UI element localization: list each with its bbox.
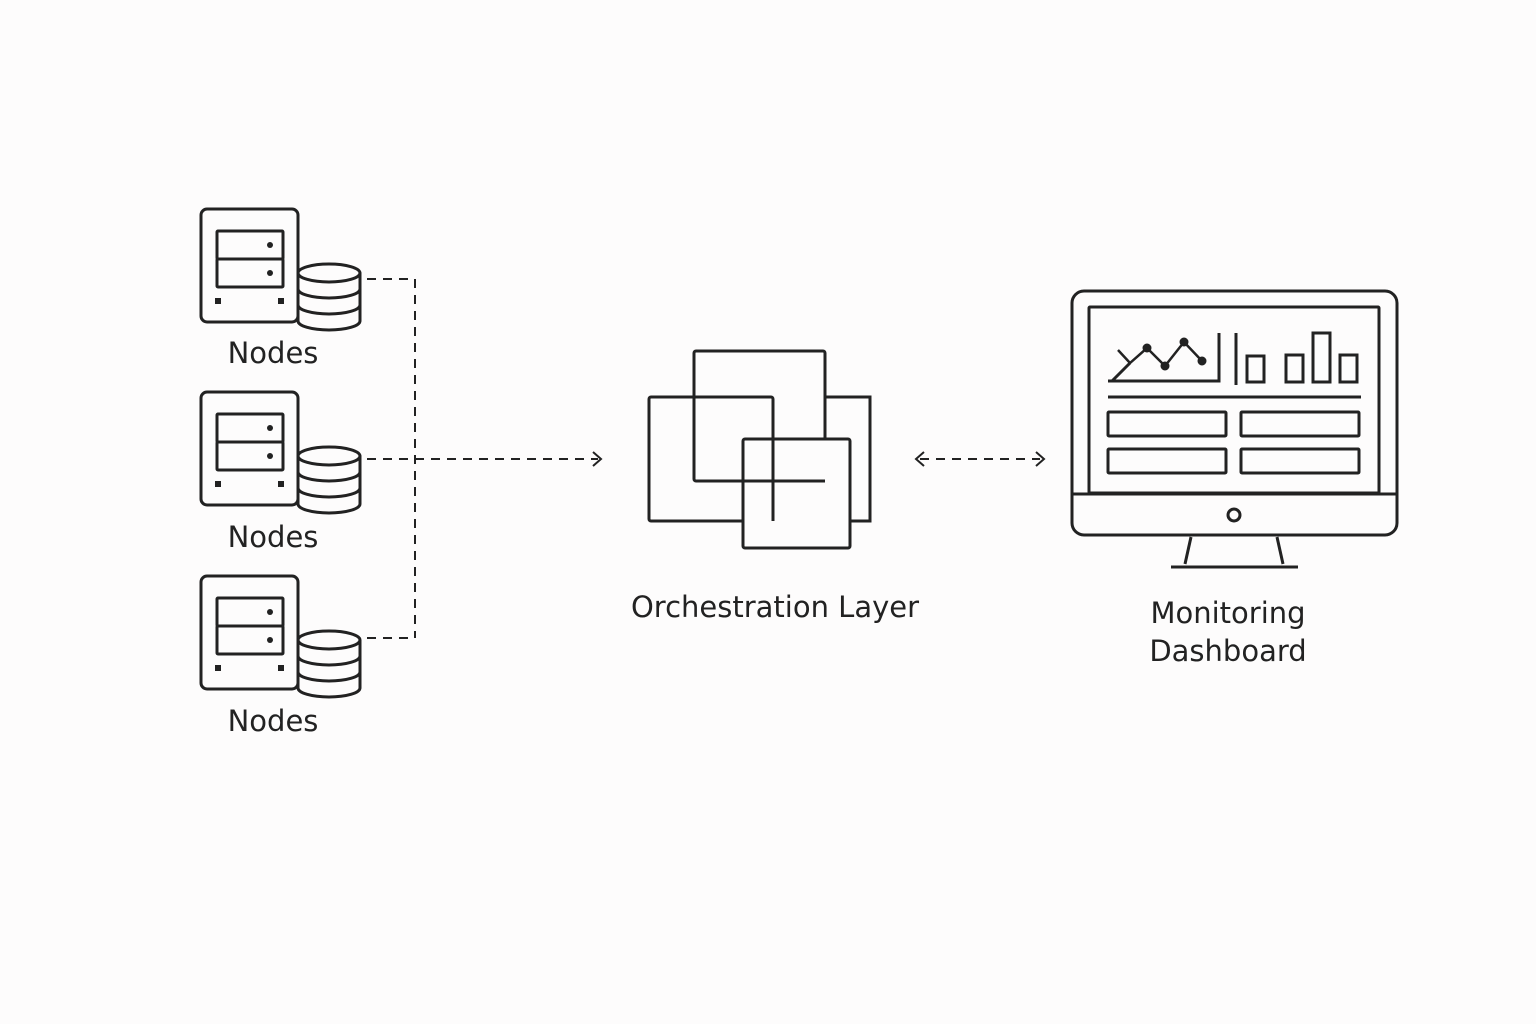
node-1-label: Nodes [227,336,319,370]
node-3-icon [199,574,362,699]
node-3-label: Nodes [227,704,319,738]
monitoring-dashboard-label: Monitoring Dashboard [1078,594,1378,670]
node-1-icon [199,207,362,332]
node-2-icon [199,390,362,515]
arrowhead-right-icon [592,451,603,467]
arrowhead-right-icon [1035,451,1046,467]
arrowhead-left-icon [914,451,925,467]
orchestration-monitoring-connector [914,451,1046,467]
monitor-dashboard-icon [1070,289,1399,569]
node-2-label: Nodes [227,520,319,554]
monitoring-label-line-2: Dashboard [1149,634,1307,668]
nodes-to-orchestration-connector [367,278,598,639]
monitoring-label-line-1: Monitoring [1150,596,1306,630]
orchestration-layer-label: Orchestration Layer [630,590,920,624]
orchestration-layer-icon [647,349,872,550]
